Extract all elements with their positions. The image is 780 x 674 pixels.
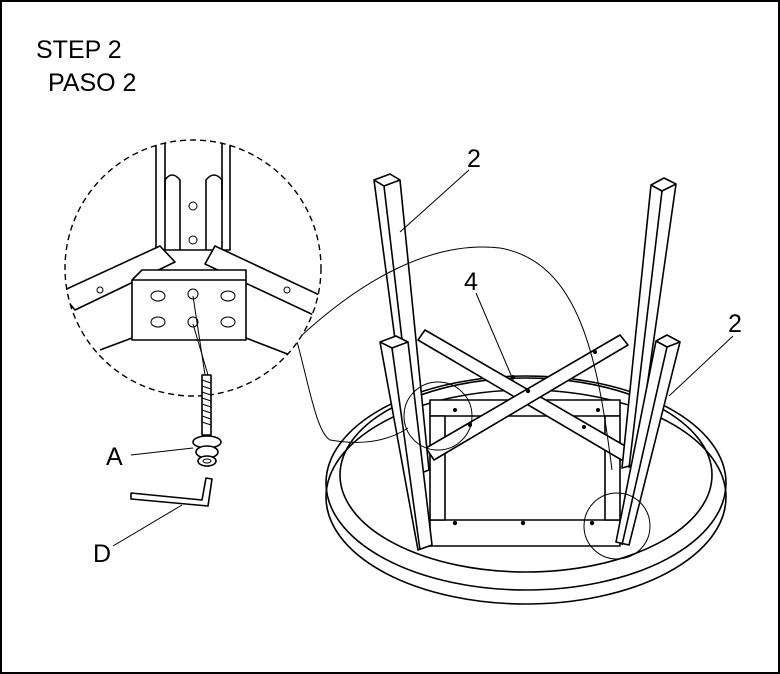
connector-curve-upper [300, 246, 613, 471]
callout-leg-left: 2 [467, 145, 481, 173]
leader-d [112, 504, 183, 547]
callout-key: D [93, 540, 112, 568]
leader-4 [475, 292, 515, 383]
leader-bolt-2 [192, 323, 209, 376]
detail-marker-right [583, 492, 651, 560]
callout-leg-right: 2 [728, 310, 742, 338]
callout-bolt: A [106, 443, 123, 471]
leader-a [130, 447, 194, 456]
bolt-washer-icon [192, 374, 222, 467]
detail-marker-left [403, 381, 473, 451]
magnifier-detail-circle [64, 139, 322, 397]
leader-2-left [399, 169, 470, 233]
step-title-es: PASO 2 [48, 69, 137, 97]
step-title-en: STEP 2 [36, 36, 122, 64]
leader-2-right [668, 335, 734, 397]
connector-curve-lower [295, 337, 409, 443]
allen-key-icon [130, 477, 213, 507]
leg-icon [373, 173, 681, 551]
leader-bolt-1 [192, 295, 206, 376]
callout-brace: 4 [464, 268, 478, 296]
